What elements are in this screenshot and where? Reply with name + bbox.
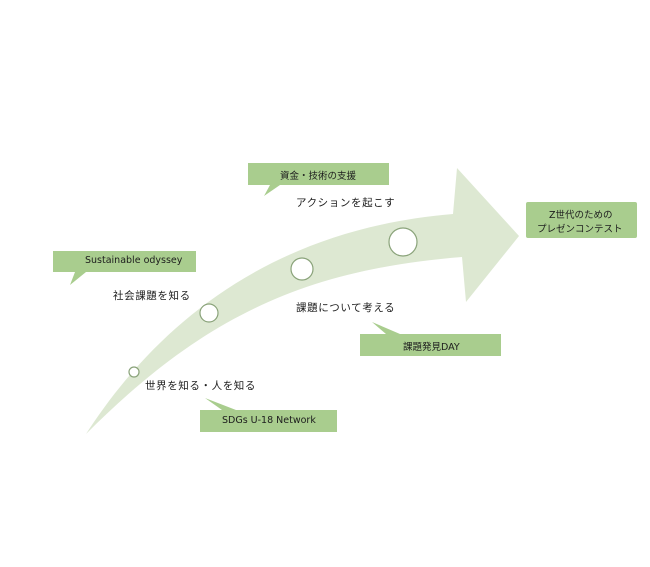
callout-sustainable-odyssey	[53, 251, 196, 285]
step-node-4	[388, 227, 418, 257]
step-node-3	[290, 257, 314, 281]
event-discovery-day: 課題発見DAY	[403, 342, 460, 353]
callout-sdgs-network	[200, 398, 337, 432]
step-label-2: 社会課題を知る	[113, 290, 191, 302]
step-label-3: 課題について考える	[296, 302, 396, 314]
step-label-1: 世界を知る・人を知る	[145, 380, 256, 392]
callout-funding	[248, 163, 389, 196]
goal-line-2: プレゼンコンテスト	[537, 224, 623, 235]
step-node-2	[199, 303, 219, 323]
step-node-1	[128, 366, 140, 378]
event-funding: 資金・技術の支援	[280, 171, 357, 182]
goal-box	[526, 202, 637, 238]
event-sustainable-odyssey: Sustainable odyssey	[85, 255, 183, 266]
event-sdgs-network: SDGs U-18 Network	[222, 415, 316, 426]
callout-discovery-day	[360, 322, 501, 356]
goal-line-1: Z世代のための	[549, 210, 613, 221]
step-label-4: アクションを起こす	[296, 197, 396, 209]
